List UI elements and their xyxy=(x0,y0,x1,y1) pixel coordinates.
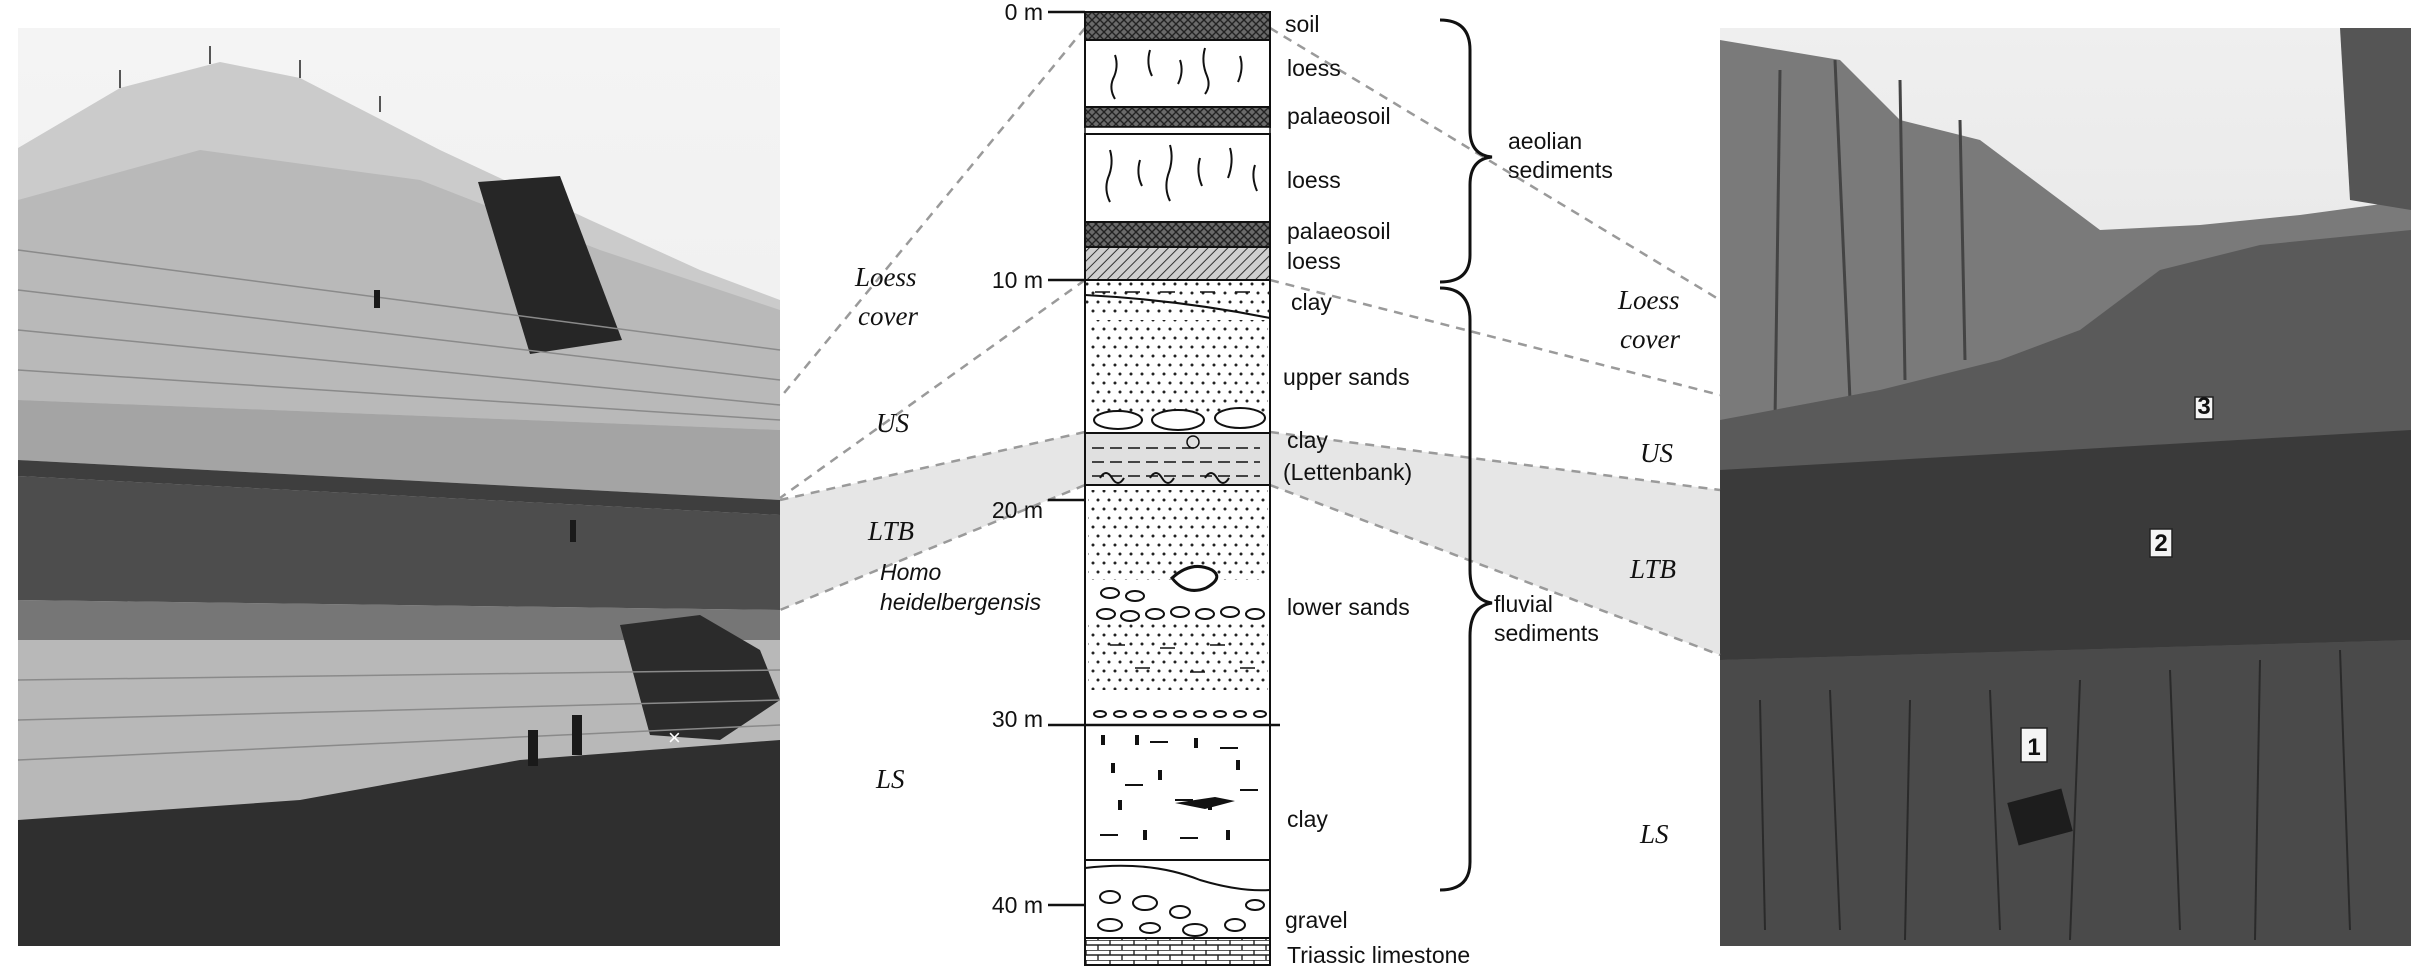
svg-text:×: × xyxy=(668,725,681,750)
right-unit-loess-cover-1: Loess xyxy=(1617,285,1680,315)
group-label-aeolian-sediments: sediments xyxy=(1508,157,1613,183)
depth-tick-20: 20 m xyxy=(992,497,1043,523)
layer-label-clay-top: clay xyxy=(1291,289,1332,315)
layer-label-loess-lower: loess xyxy=(1287,248,1341,274)
right-unit-ltb: LTB xyxy=(1629,554,1676,584)
left-unit-ltb: LTB xyxy=(867,516,914,546)
left-outcrop-photo: × xyxy=(17,28,781,946)
find-label-homo: Homo xyxy=(880,559,942,585)
stratigraphic-column xyxy=(1084,11,1271,966)
fluvial-brace xyxy=(1439,286,1493,892)
left-unit-loess-cover-1: Loess xyxy=(854,262,917,292)
left-unit-loess-cover-2: cover xyxy=(858,301,918,331)
layer-label-clay-lettenbank: clay xyxy=(1287,427,1328,453)
right-unit-ls: LS xyxy=(1639,819,1669,849)
depth-tick-10: 10 m xyxy=(992,267,1043,293)
depth-tick-40: 40 m xyxy=(992,892,1043,918)
layer-label-clay-bottom: clay xyxy=(1287,806,1328,832)
right-outcrop-photo xyxy=(1720,28,2411,946)
aeolian-brace xyxy=(1439,18,1493,284)
layer-label-palaeosoil-upper: palaeosoil xyxy=(1287,103,1391,129)
left-unit-ls: LS xyxy=(875,764,905,794)
find-label-heidelbergensis: heidelbergensis xyxy=(880,589,1042,615)
layer-label-soil: soil xyxy=(1285,11,1320,37)
depth-tick-0: 0 m xyxy=(1005,0,1043,25)
layer-label-lettenbank: (Lettenbank) xyxy=(1283,459,1412,485)
depth-tick-30: 30 m xyxy=(992,706,1043,732)
photo-marker-1: 1 xyxy=(2020,727,2048,763)
group-label-fluvial-sediments: sediments xyxy=(1494,620,1599,646)
group-label-fluvial: fluvial xyxy=(1494,591,1553,617)
correlation-lines xyxy=(779,26,1721,657)
depth-axis xyxy=(1048,10,1280,907)
layer-label-gravel: gravel xyxy=(1285,907,1348,933)
layer-label-upper-sands: upper sands xyxy=(1283,364,1410,390)
svg-text:1: 1 xyxy=(2027,734,2040,761)
right-unit-us: US xyxy=(1640,438,1673,468)
photo-marker-2: 2 xyxy=(2149,528,2173,558)
right-unit-loess-cover-2: cover xyxy=(1620,324,1680,354)
photo-marker-3: 3 xyxy=(2194,393,2214,420)
layer-label-lower-sands: lower sands xyxy=(1287,594,1410,620)
group-label-aeolian: aeolian xyxy=(1508,128,1582,154)
layer-label-palaeosoil-lower: palaeosoil xyxy=(1287,218,1391,244)
ltb-correlation-band xyxy=(780,432,1720,655)
layer-label-triassic-limestone: Triassic limestone xyxy=(1287,942,1470,968)
layer-label-loess-middle: loess xyxy=(1287,167,1341,193)
left-unit-us: US xyxy=(876,408,909,438)
svg-text:2: 2 xyxy=(2154,530,2167,557)
svg-text:3: 3 xyxy=(2197,393,2210,420)
layer-label-loess-upper: loess xyxy=(1287,55,1341,81)
